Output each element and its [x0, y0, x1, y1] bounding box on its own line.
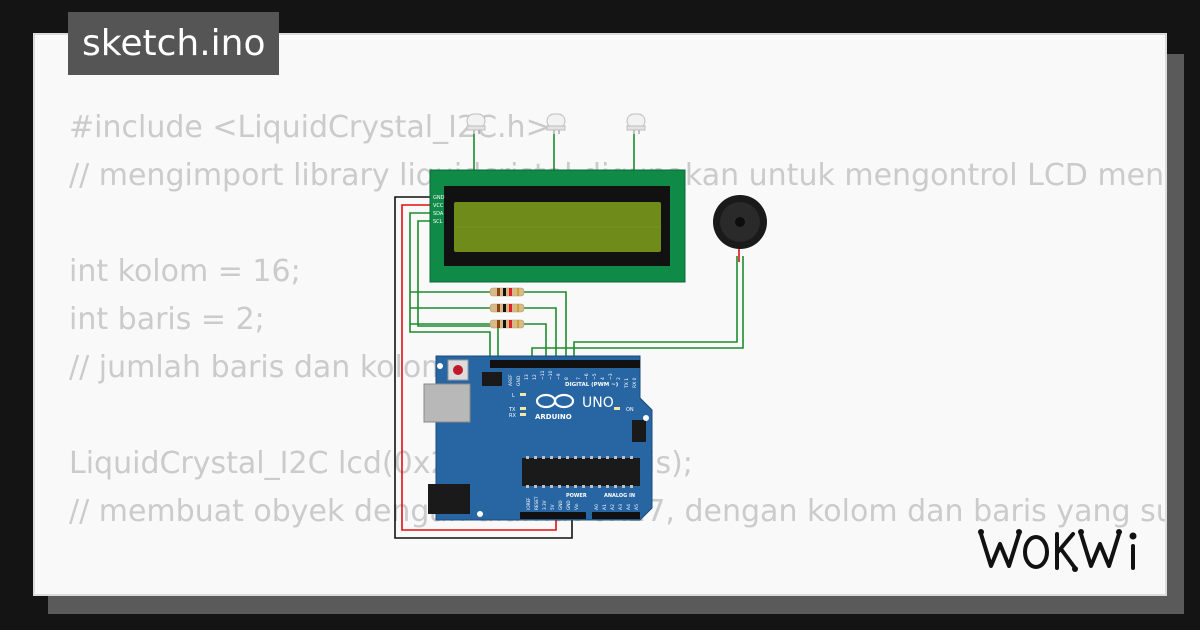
- pin-label: 13: [524, 374, 530, 380]
- power-pin-label: GND: [566, 500, 571, 510]
- resistor[interactable]: [489, 319, 525, 329]
- code-line: int kolom = 16;: [69, 254, 301, 289]
- wire-gnd: [394, 196, 573, 539]
- code-line: #include <LiquidCrystal_I2C.h>: [69, 110, 551, 145]
- pin-label: ~3: [608, 373, 614, 380]
- pin-label: ~6: [584, 373, 590, 380]
- code-line: int ledPin1 = 2; // menyatakan pin yang …: [69, 584, 1165, 594]
- lcd-pin-label: SDA: [433, 211, 444, 217]
- board-brand: ARDUINO: [535, 413, 572, 421]
- arduino-logo-icon: [535, 393, 575, 409]
- arduino-uno-board[interactable]: UNO ARDUINO DIGITAL (PWM ~) POWER ANALOG…: [423, 355, 653, 521]
- analog-label: ANALOG IN: [604, 493, 635, 499]
- file-title: sketch.ino: [68, 12, 280, 75]
- wire-vcc: [401, 204, 557, 531]
- pin-label: ~9: [556, 373, 562, 380]
- reset-button[interactable]: [453, 365, 463, 375]
- aref-label: AREF: [508, 374, 514, 386]
- analog-header: [592, 512, 640, 519]
- analog-pin-label: A3: [618, 504, 624, 510]
- usb-port: [423, 383, 471, 423]
- pin-label: 4: [600, 377, 606, 380]
- code-line: int baris = 2;: [69, 302, 265, 337]
- pin-label: TX 1: [624, 378, 630, 389]
- pin-label: 12: [532, 374, 538, 380]
- lcd-display[interactable]: GND VCC SDA SCL: [429, 169, 686, 283]
- resistor[interactable]: [489, 303, 525, 313]
- analog-pin-label: A4: [626, 504, 632, 510]
- led-icon[interactable]: [466, 113, 486, 134]
- wires: [394, 134, 744, 539]
- buzzer-icon[interactable]: [713, 195, 767, 249]
- power-jack: [428, 484, 470, 514]
- power-header: [520, 512, 586, 519]
- pin-label: 7: [576, 377, 582, 380]
- lcd-pin-label: GND: [433, 195, 445, 201]
- analog-pin-label: A5: [634, 504, 640, 510]
- power-label: POWER: [566, 493, 587, 499]
- power-pin-label: RESET: [534, 496, 539, 510]
- power-pin-label: 3.3V: [542, 500, 547, 510]
- pin-label: ~10: [548, 370, 554, 380]
- pin-label: 8: [564, 377, 570, 380]
- analog-pin-label: A1: [602, 504, 608, 510]
- led-icon[interactable]: [626, 113, 646, 134]
- wire-sda: [409, 212, 491, 360]
- wire-scl: [417, 220, 499, 360]
- wokwi-logo-icon: [978, 529, 1137, 572]
- analog-pin-label: A2: [610, 504, 616, 510]
- board-model: UNO: [582, 395, 614, 411]
- power-pin-label: IOREF: [526, 497, 531, 510]
- lcd-pin-label: VCC: [433, 203, 444, 209]
- pin-label: RX 0: [632, 377, 638, 388]
- power-pin-label: Vin: [574, 503, 579, 510]
- digital-header: [490, 360, 640, 368]
- pin-label: 2: [616, 377, 622, 380]
- led-icon[interactable]: [546, 113, 566, 134]
- l-label: L: [512, 393, 515, 399]
- tx-label: TX: [508, 407, 516, 413]
- atmega-chip: [522, 458, 640, 486]
- analog-pin-label: A0: [594, 504, 600, 510]
- lcd-pin-label: SCL: [433, 219, 443, 225]
- rx-label: RX: [509, 413, 516, 419]
- power-pin-label: 5V: [550, 504, 555, 510]
- resistor[interactable]: [489, 287, 525, 297]
- code-line: // jumlah baris dan kolom: [69, 350, 451, 385]
- digital-label: DIGITAL (PWM ~): [565, 382, 619, 388]
- gnd-label: GND: [516, 375, 522, 386]
- on-label: ON: [626, 407, 634, 413]
- power-pin-label: GND: [558, 500, 563, 510]
- pin-label: ~5: [592, 373, 598, 380]
- pin-label: ~11: [540, 370, 546, 380]
